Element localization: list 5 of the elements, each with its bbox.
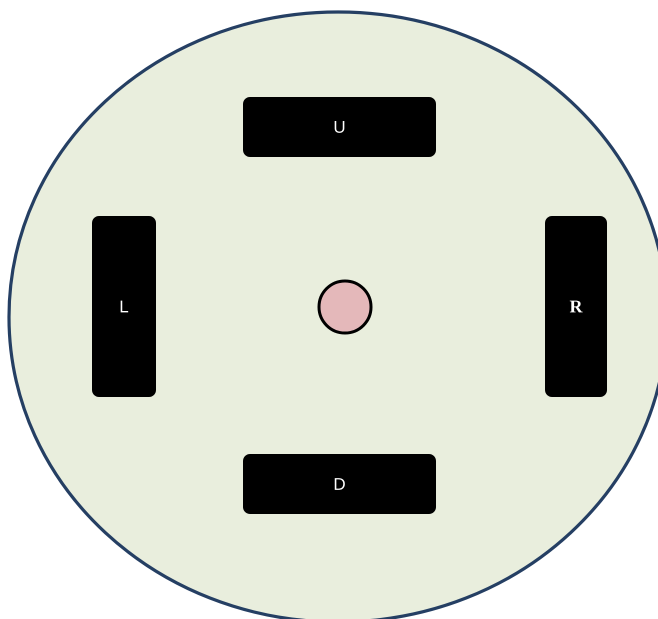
label-box: U xyxy=(243,97,436,157)
label-box: R xyxy=(545,216,607,397)
label-box: D xyxy=(243,454,436,514)
label-box: L xyxy=(92,216,156,397)
circle-marker xyxy=(318,280,372,334)
